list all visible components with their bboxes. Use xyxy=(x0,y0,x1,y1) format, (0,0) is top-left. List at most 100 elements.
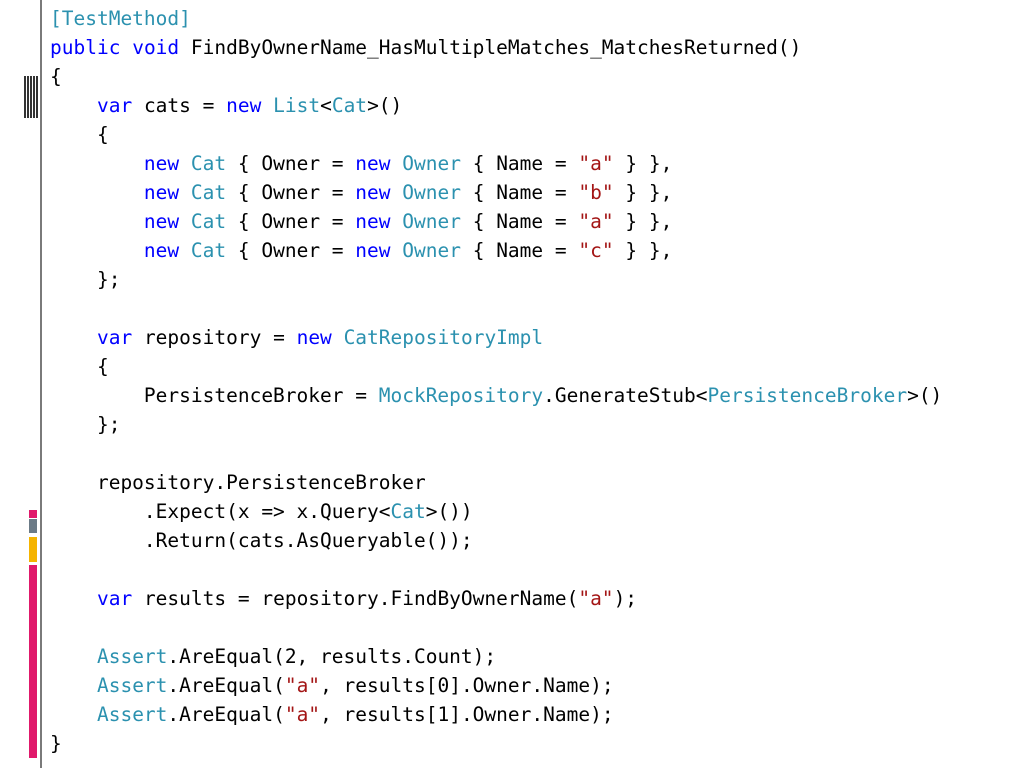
code-token: PersistenceBroker = xyxy=(50,384,379,407)
code-token: public xyxy=(50,36,121,59)
code-token: Assert xyxy=(96,674,168,697)
code-token xyxy=(50,645,97,668)
code-token: new xyxy=(355,239,391,262)
code-token: >() xyxy=(907,384,943,407)
code-token: new xyxy=(355,152,391,175)
code-token: repository = xyxy=(132,326,297,349)
code-token: { Name = xyxy=(460,210,579,233)
code-token xyxy=(50,181,144,204)
code-token: Cat xyxy=(190,181,227,204)
code-token xyxy=(179,210,191,233)
code-token xyxy=(50,94,97,117)
code-line xyxy=(50,439,942,468)
code-token: MockRepository xyxy=(378,384,544,407)
code-token: Cat xyxy=(190,239,227,262)
code-token xyxy=(391,239,403,262)
code-token: , results[0].Owner.Name); xyxy=(320,674,614,697)
code-text[interactable]: [TestMethod]public void FindByOwnerName_… xyxy=(50,4,942,758)
code-token xyxy=(50,152,144,175)
code-token: Cat xyxy=(331,94,368,117)
code-token: "c" xyxy=(578,239,614,262)
change-bar-pink xyxy=(29,565,37,758)
code-token: "a" xyxy=(284,703,321,726)
code-token: { Owner = xyxy=(226,181,356,204)
code-token xyxy=(332,326,344,349)
code-token xyxy=(50,587,97,610)
code-token: results = repository.FindByOwnerName( xyxy=(132,587,579,610)
code-token: { xyxy=(50,355,109,378)
code-token: { Owner = xyxy=(226,152,356,175)
code-token: Cat xyxy=(190,210,227,233)
code-line: [TestMethod] xyxy=(50,4,942,33)
code-token: new xyxy=(296,326,332,349)
code-token: new xyxy=(355,210,391,233)
code-token xyxy=(50,239,144,262)
code-token: { xyxy=(50,65,62,88)
code-line xyxy=(50,613,942,642)
code-token: List xyxy=(273,94,321,117)
code-token: Assert xyxy=(96,645,168,668)
code-line: .Expect(x => x.Query<Cat>()) xyxy=(50,497,942,526)
code-token: "a" xyxy=(578,152,614,175)
code-token: Assert xyxy=(96,703,168,726)
code-token: "a" xyxy=(578,210,614,233)
code-token: } xyxy=(50,732,62,755)
code-token: "a" xyxy=(578,587,614,610)
code-token: void xyxy=(132,36,180,59)
code-line: new Cat { Owner = new Owner { Name = "a"… xyxy=(50,207,942,236)
code-token: new xyxy=(143,239,180,262)
code-token xyxy=(391,210,403,233)
code-token: CatRepositoryImpl xyxy=(343,326,544,349)
code-token: Cat xyxy=(190,152,227,175)
code-line: }; xyxy=(50,265,942,294)
code-token xyxy=(50,326,97,349)
code-line: new Cat { Owner = new Owner { Name = "a"… xyxy=(50,149,942,178)
code-line: var cats = new List<Cat>() xyxy=(50,91,942,120)
gutter-divider xyxy=(40,0,42,768)
code-token: ); xyxy=(613,587,638,610)
editor-gutter xyxy=(0,0,40,768)
code-line: new Cat { Owner = new Owner { Name = "c"… xyxy=(50,236,942,265)
code-token xyxy=(391,181,403,204)
code-line: PersistenceBroker = MockRepository.Gener… xyxy=(50,381,942,410)
code-line: var results = repository.FindByOwnerName… xyxy=(50,584,942,613)
code-token: } }, xyxy=(613,181,673,204)
code-token: new xyxy=(355,181,391,204)
code-line: } xyxy=(50,729,942,758)
code-line: repository.PersistenceBroker xyxy=(50,468,942,497)
code-token: { xyxy=(50,123,109,146)
code-token xyxy=(120,36,132,59)
code-token: "b" xyxy=(578,181,614,204)
code-token: Owner xyxy=(402,210,461,233)
code-token: >() xyxy=(367,94,403,117)
code-token: Owner xyxy=(402,152,461,175)
code-token: var xyxy=(96,326,133,349)
code-line: { xyxy=(50,352,942,381)
code-token: new xyxy=(143,152,180,175)
code-token: var xyxy=(96,94,133,117)
code-token: Cat xyxy=(390,500,426,523)
code-token: "a" xyxy=(284,674,321,697)
code-line: { xyxy=(50,120,942,149)
code-token: { Owner = xyxy=(226,239,356,262)
code-token: }; xyxy=(50,413,121,436)
code-token: }; xyxy=(50,268,121,291)
change-bar-pink-small xyxy=(29,510,37,518)
code-line: new Cat { Owner = new Owner { Name = "b"… xyxy=(50,178,942,207)
code-token xyxy=(50,210,144,233)
code-token: } }, xyxy=(613,239,673,262)
code-token xyxy=(50,703,97,726)
code-token: { Name = xyxy=(460,239,579,262)
code-token xyxy=(50,674,97,697)
code-token: { Owner = xyxy=(226,210,356,233)
code-line: { xyxy=(50,62,942,91)
code-token: .GenerateStub< xyxy=(543,384,708,407)
code-token: } }, xyxy=(613,152,673,175)
code-token: } }, xyxy=(613,210,673,233)
code-token: [TestMethod] xyxy=(50,7,191,30)
code-line: Assert.AreEqual("a", results[0].Owner.Na… xyxy=(50,671,942,700)
code-line: var repository = new CatRepositoryImpl xyxy=(50,323,942,352)
code-token: .AreEqual( xyxy=(167,674,285,697)
code-token: Owner xyxy=(402,239,461,262)
